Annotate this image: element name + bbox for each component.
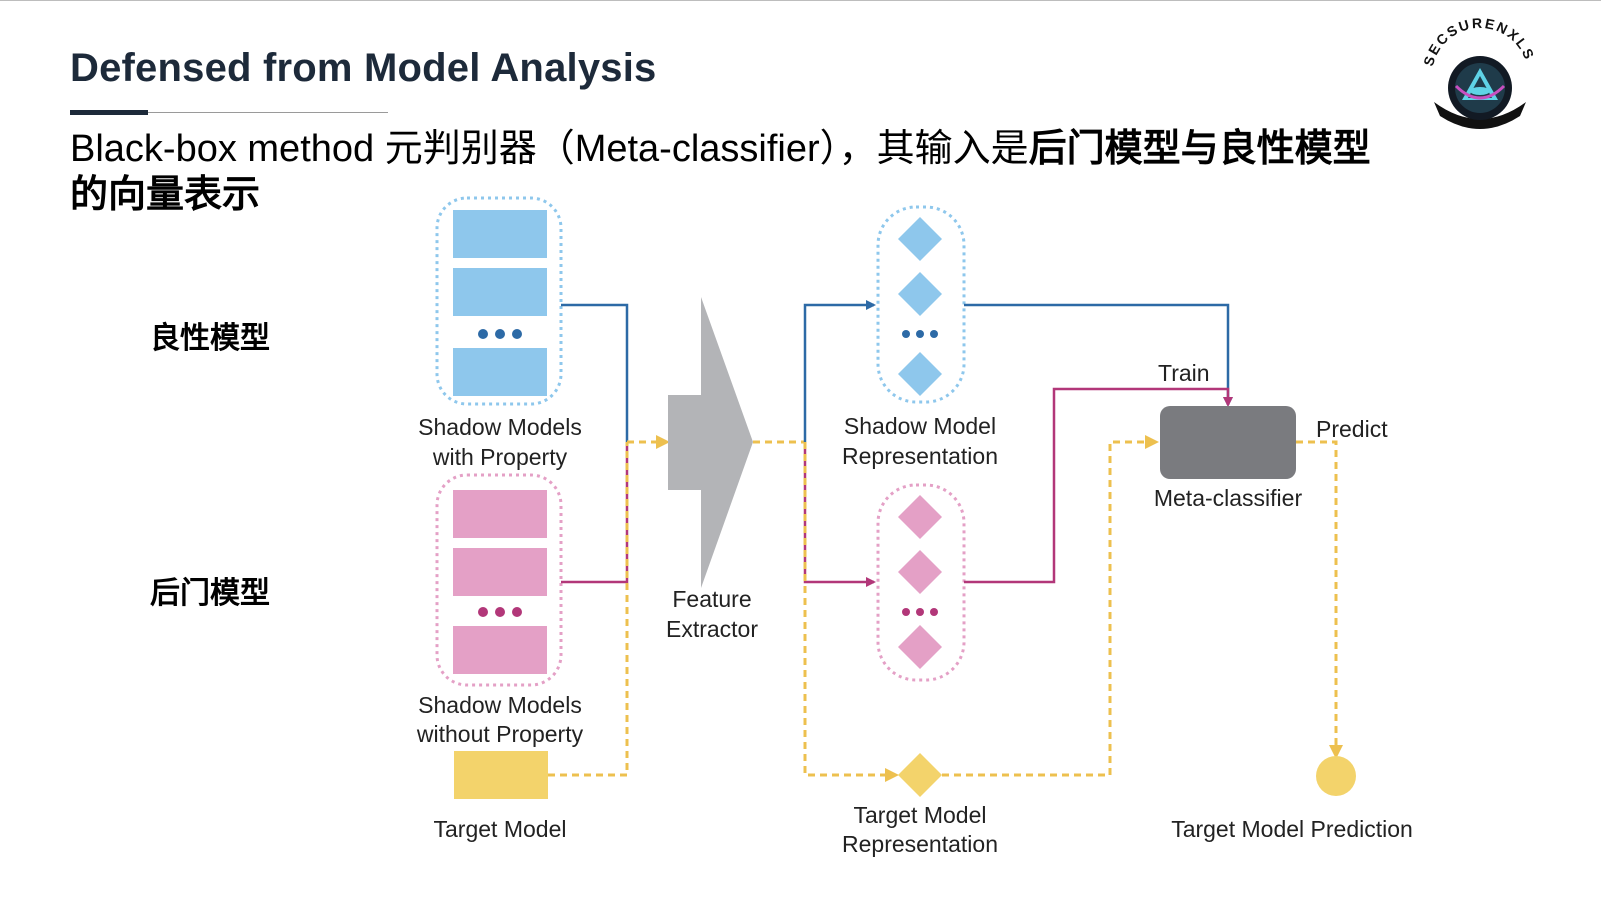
representation-diamond — [898, 625, 942, 669]
pink-to-shadow-repr — [803, 442, 876, 587]
train-label: Train — [1158, 360, 1210, 386]
target-repr-label-line2: Representation — [842, 831, 998, 857]
prediction-circle — [1316, 756, 1356, 796]
shadow-model-block — [453, 548, 547, 596]
shadow-repr-label-line1: Shadow Model — [844, 413, 996, 439]
blue-connector — [561, 303, 629, 442]
shadow-with-label-line1: Shadow Models — [418, 414, 582, 440]
representation-diamond — [898, 217, 942, 261]
target-model-label: Target Model — [434, 816, 567, 842]
feature-extractor-label-line2: Extractor — [666, 616, 758, 642]
title-accent-bar — [70, 110, 148, 115]
slide-title: Defensed from Model Analysis — [70, 46, 657, 90]
shadow-model-block — [453, 268, 547, 316]
subtitle-part1: Black-box method 元判别器（Meta-classifier），其… — [70, 128, 1029, 170]
meta-classifier-label: Meta-classifier — [1154, 485, 1303, 511]
pink-connector — [561, 442, 629, 584]
backdoor-model-label: 后门模型 — [150, 577, 270, 610]
secsurenxls-logo: SECSURENXLS — [1420, 18, 1536, 129]
yellow-dashed-connector — [548, 442, 629, 777]
benign-model-label: 良性模型 — [150, 322, 270, 355]
top-border — [0, 0, 1601, 1]
target-prediction-label: Target Model Prediction — [1171, 816, 1413, 842]
title-underline — [70, 112, 388, 113]
pink-train-line — [964, 387, 1233, 584]
shadow-models-without-property — [435, 473, 563, 687]
representation-diamond — [898, 550, 942, 594]
shadow-repr-label-line2: Representation — [842, 443, 998, 469]
shadow-model-block — [453, 490, 547, 538]
predict-label: Predict — [1316, 416, 1388, 442]
target-repr-to-meta — [942, 435, 1159, 777]
shadow-models-with-property — [435, 196, 563, 406]
shadow-representation-blue — [876, 205, 966, 404]
blue-train-line — [964, 303, 1233, 407]
shadow-representation-pink — [876, 483, 966, 682]
yellow-to-target-repr — [803, 442, 899, 782]
meta-classifier-box — [1160, 406, 1296, 479]
shadow-model-block — [453, 626, 547, 674]
representation-diamond — [898, 495, 942, 539]
slide-subtitle: Black-box method 元判别器（Meta-classifier），其… — [70, 126, 1400, 218]
subtitle-part2: 后门模型与良性模型的向量表示 — [70, 128, 1371, 216]
representation-diamond — [898, 272, 942, 316]
predict-arrow — [1296, 440, 1343, 759]
target-repr-label-line1: Target Model — [854, 802, 987, 828]
target-representation-diamond — [898, 753, 942, 797]
logo-banner — [1434, 102, 1526, 129]
shadow-without-label-line1: Shadow Models — [418, 692, 582, 718]
feature-extractor-label-line1: Feature — [672, 586, 751, 612]
shadow-model-block — [453, 348, 547, 396]
shadow-with-label-line2: with Property — [432, 444, 568, 470]
blue-to-shadow-repr — [803, 300, 876, 442]
representation-diamond — [898, 352, 942, 396]
shadow-without-label-line2: without Property — [416, 721, 584, 747]
feature-extractor-shape — [668, 297, 753, 588]
target-model-block — [454, 751, 548, 799]
shadow-model-block — [453, 210, 547, 258]
